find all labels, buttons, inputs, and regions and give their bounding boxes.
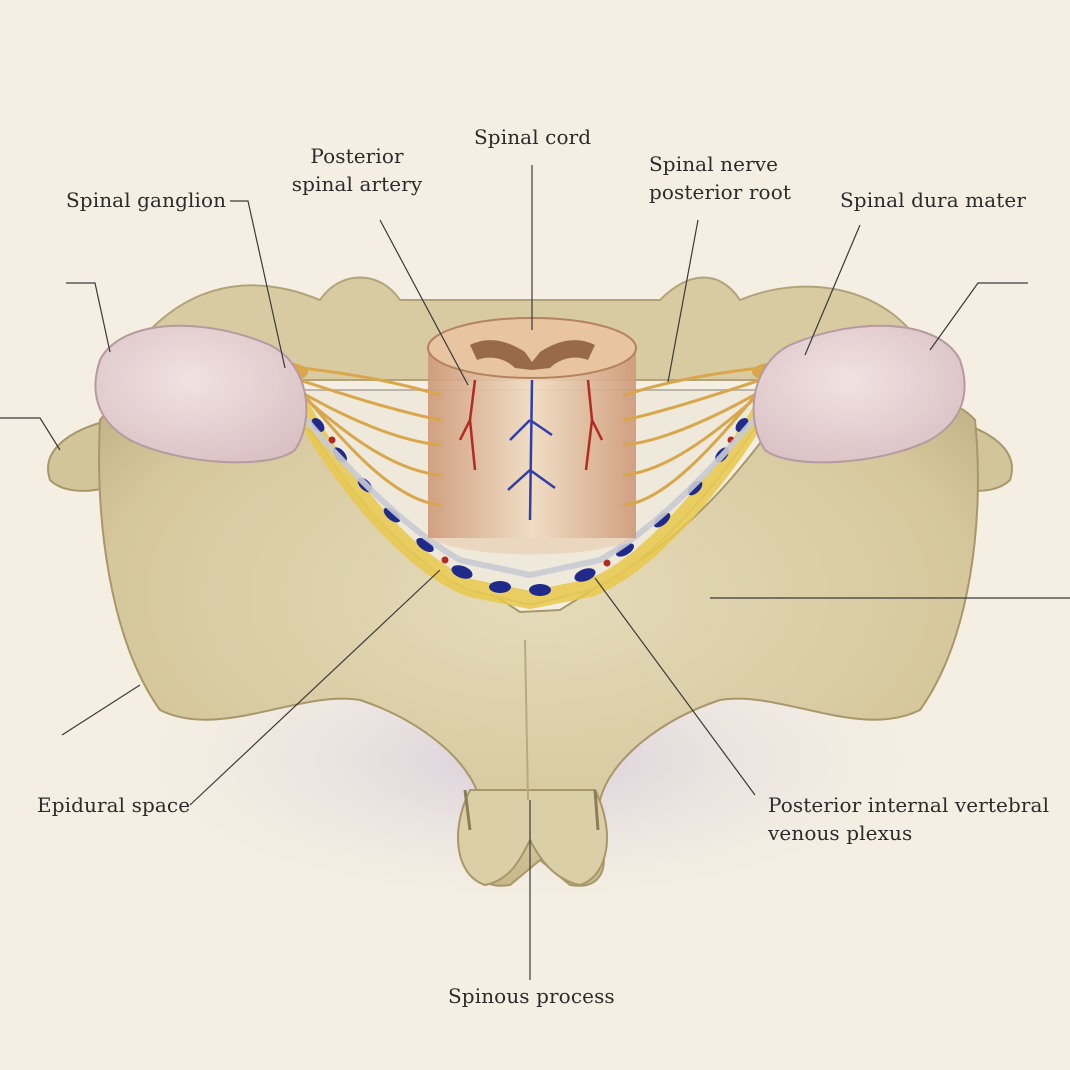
right-pin (593, 789, 600, 831)
midline-ridge (524, 639, 529, 801)
label-spinal-nerve-posterior-root-line2: posterior root (649, 180, 791, 204)
spinal-cord-shape (427, 317, 637, 555)
dura-mater-outline (257, 358, 803, 579)
label-spinous-process: Spinous process (448, 984, 615, 1008)
leader-lines (0, 165, 1070, 980)
label-posterior-spinal-artery-line2: spinal artery (291, 172, 423, 196)
left-articular-surface (94, 324, 308, 464)
label-spinal-cord: Spinal cord (474, 125, 592, 149)
label-spinal-nerve-posterior-root-line1: Spinal nerve (649, 152, 779, 176)
label-spinal-nerve-posterior-root: Spinal nerve posterior root (649, 150, 791, 206)
label-venous-plexus-line1: Posterior internal vertebral (768, 793, 1050, 817)
label-spinal-ganglion: Spinal ganglion (66, 188, 227, 212)
vertebral-lamina (98, 398, 979, 887)
right-articular-surface (752, 324, 966, 464)
epidural-fat-band (291, 396, 774, 610)
label-posterior-internal-vertebral-venous-plexus: Posterior internal vertebral venous plex… (768, 791, 1049, 847)
label-spinal-dura-mater: Spinal dura mater (840, 188, 1027, 212)
arterial-dots (328, 436, 735, 567)
label-posterior-spinal-artery-line1: Posterior (310, 144, 404, 168)
label-epidural-space: Epidural space (37, 793, 191, 817)
left-pin (463, 789, 472, 831)
label-posterior-spinal-artery: Posterior spinal artery (287, 142, 427, 198)
label-venous-plexus-line2: venous plexus (768, 821, 913, 845)
